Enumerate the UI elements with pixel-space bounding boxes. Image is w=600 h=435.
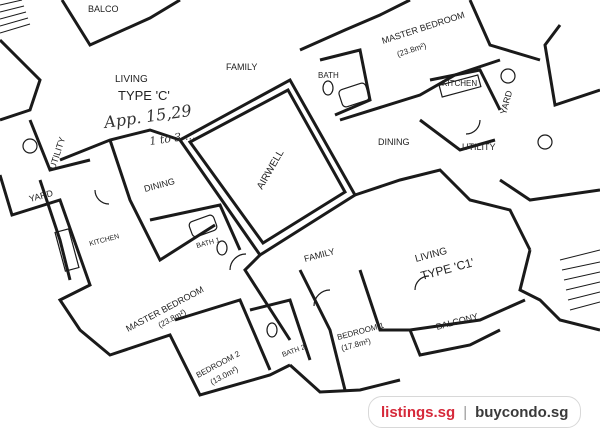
watermark-site-1: listings.sg xyxy=(381,403,456,421)
bath2-label: BATH 2 xyxy=(281,344,306,359)
family-mid-label: FAMILY xyxy=(303,246,336,264)
handwritten-line-2: 1 to 3 ... xyxy=(149,129,196,148)
walls xyxy=(0,0,600,397)
dining-right-label: DINING xyxy=(378,137,410,147)
kitchen-left-label: KITCHEN xyxy=(89,233,120,248)
family-top-label: FAMILY xyxy=(226,62,257,72)
yard-right-label: YARD xyxy=(498,89,514,116)
master-bedroom-top-area: (23.8m²) xyxy=(396,41,428,59)
watermark-site-2: buycondo.sg xyxy=(475,403,569,421)
watermark-separator: | xyxy=(463,403,468,421)
fixtures xyxy=(0,0,600,338)
watermark-badge: listings.sg | buycondo.sg xyxy=(368,396,582,428)
utility-right-label: UTILITY xyxy=(462,142,496,152)
balcony-top-label: BALCO xyxy=(88,4,119,14)
type-c-label: TYPE 'C' xyxy=(118,88,170,103)
room-labels: BALCO MASTER BEDROOM (23.8m²) LIVING TYP… xyxy=(28,4,514,387)
kitchen-right-label: KITCHEN xyxy=(442,79,477,88)
living-c-label: LIVING xyxy=(115,74,148,85)
balcony-bottom-label: BALCONY xyxy=(435,311,479,332)
handwritten-line-1: App. 15,29 xyxy=(101,101,193,132)
handwritten-note: App. 15,29 1 to 3 ... xyxy=(101,101,196,148)
dining-left-label: DINING xyxy=(143,176,176,194)
airwell-label: AIRWELL xyxy=(255,148,287,192)
bath-top-label: BATH xyxy=(318,71,339,80)
